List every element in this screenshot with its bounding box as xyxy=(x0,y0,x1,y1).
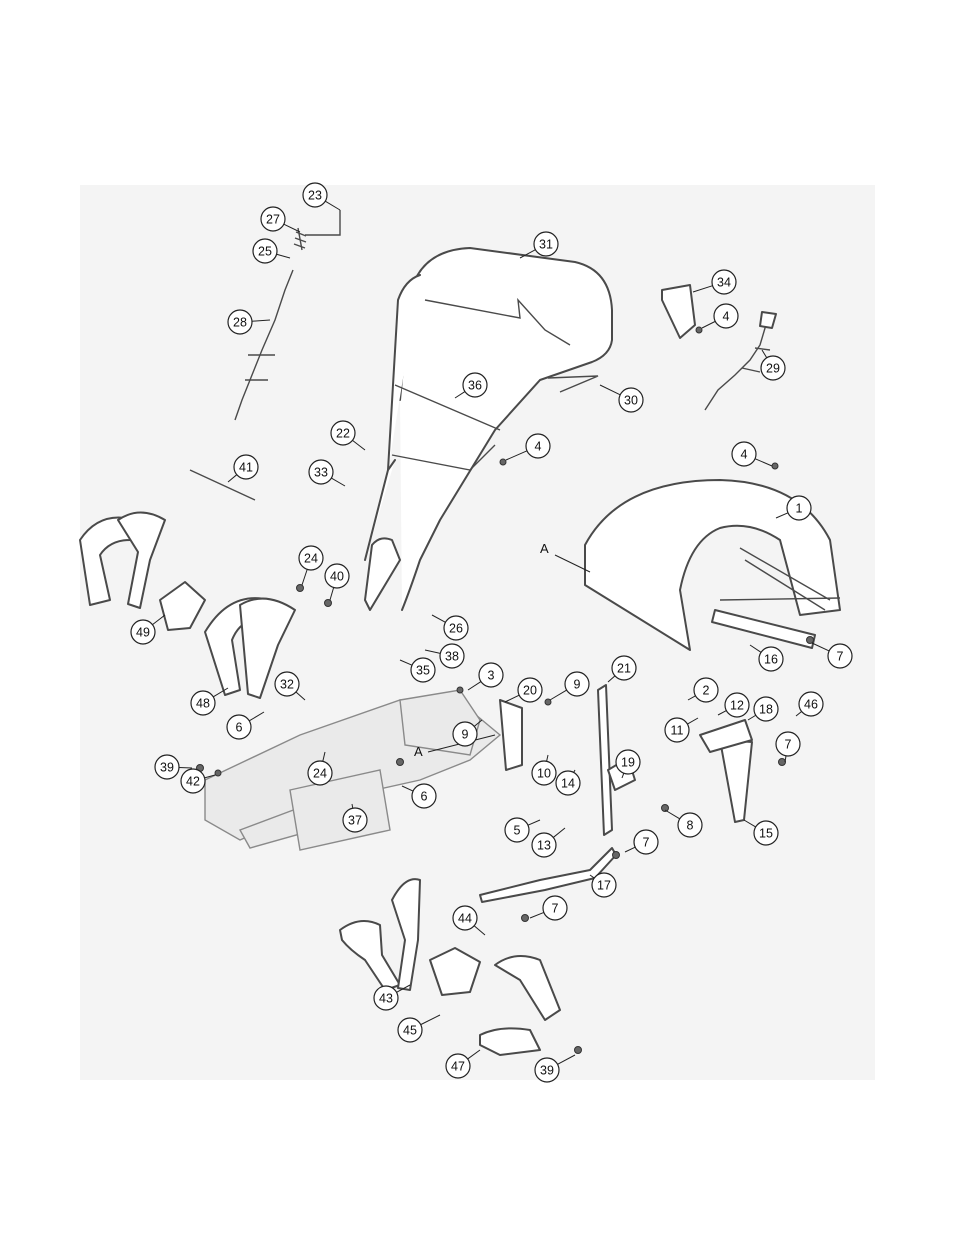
callout-label-28: 28 xyxy=(233,316,247,330)
callout-label-30: 30 xyxy=(624,394,638,408)
callout-label-6: 6 xyxy=(236,721,243,735)
callout-label-25: 25 xyxy=(258,245,272,259)
callout-label-37: 37 xyxy=(348,814,362,828)
callout-label-6: 6 xyxy=(421,790,428,804)
callout-label-21: 21 xyxy=(617,662,631,676)
callout-label-44: 44 xyxy=(458,912,472,926)
callout-label-9: 9 xyxy=(574,678,581,692)
callout-label-20: 20 xyxy=(523,684,537,698)
callout-label-19: 19 xyxy=(621,756,635,770)
callout-label-16: 16 xyxy=(764,653,778,667)
callout-label-23: 23 xyxy=(308,189,322,203)
callout-label-32: 32 xyxy=(280,678,294,692)
callout-label-7: 7 xyxy=(837,650,844,664)
reference-label-a: A xyxy=(540,541,549,556)
callout-label-40: 40 xyxy=(330,570,344,584)
callout-label-34: 34 xyxy=(717,276,731,290)
callout-label-38: 38 xyxy=(445,650,459,664)
callout-label-43: 43 xyxy=(379,992,393,1006)
callout-label-33: 33 xyxy=(314,466,328,480)
callout-label-24: 24 xyxy=(304,552,318,566)
callout-label-11: 11 xyxy=(671,724,684,738)
callout-label-4: 4 xyxy=(723,310,730,324)
callout-label-48: 48 xyxy=(196,697,210,711)
reference-label-a-2: A xyxy=(414,744,423,759)
callout-label-18: 18 xyxy=(759,703,773,717)
callout-label-45: 45 xyxy=(403,1024,417,1038)
callout-label-42: 42 xyxy=(186,775,200,789)
callout-label-26: 26 xyxy=(449,622,463,636)
callout-label-7: 7 xyxy=(785,738,792,752)
callout-label-4: 4 xyxy=(535,440,542,454)
callout-label-15: 15 xyxy=(759,827,773,841)
callout-label-49: 49 xyxy=(136,626,150,640)
callout-label-47: 47 xyxy=(451,1060,465,1074)
callout-label-24: 24 xyxy=(313,767,327,781)
callout-label-1: 1 xyxy=(796,502,803,516)
callout-label-9: 9 xyxy=(462,728,469,742)
callout-label-27: 27 xyxy=(266,213,280,227)
callout-label-14: 14 xyxy=(561,777,575,791)
callout-label-29: 29 xyxy=(766,362,780,376)
callout-label-39: 39 xyxy=(540,1064,554,1078)
callout-label-36: 36 xyxy=(468,379,482,393)
callout-label-3: 3 xyxy=(488,669,495,683)
callout-leader-39 xyxy=(179,767,192,768)
callout-label-41: 41 xyxy=(239,461,253,475)
callout-label-4: 4 xyxy=(741,448,748,462)
callout-label-2: 2 xyxy=(703,684,710,698)
callout-label-22: 22 xyxy=(336,427,350,441)
callout-label-12: 12 xyxy=(730,699,744,713)
callout-label-46: 46 xyxy=(804,698,818,712)
callout-label-10: 10 xyxy=(537,767,551,781)
callout-label-8: 8 xyxy=(687,819,694,833)
callout-label-35: 35 xyxy=(416,664,430,678)
callout-label-31: 31 xyxy=(539,238,553,252)
callout-label-7: 7 xyxy=(552,902,559,916)
callout-label-7: 7 xyxy=(643,836,650,850)
callout-label-17: 17 xyxy=(597,879,611,893)
callout-label-5: 5 xyxy=(514,824,521,838)
callout-label-13: 13 xyxy=(537,839,551,853)
callout-label-39: 39 xyxy=(160,761,174,775)
